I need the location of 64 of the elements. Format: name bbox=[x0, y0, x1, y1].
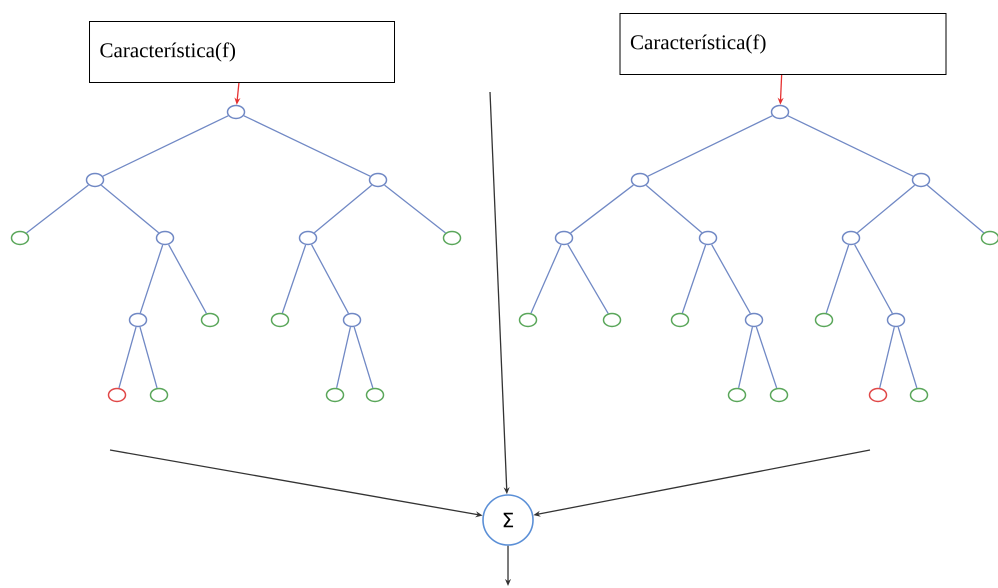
tree-branch bbox=[244, 115, 370, 177]
leaf-node bbox=[150, 388, 168, 402]
leaf-node bbox=[326, 388, 344, 402]
leaf-node bbox=[670, 312, 690, 328]
tree-branch bbox=[879, 326, 895, 388]
tree-branch bbox=[384, 184, 446, 234]
tree-node bbox=[342, 312, 362, 328]
leaf-node bbox=[200, 312, 220, 328]
leaf-node bbox=[980, 230, 998, 246]
label-box: Característica(f) bbox=[89, 21, 395, 83]
tree-branch bbox=[314, 184, 372, 234]
tree-node bbox=[770, 104, 790, 120]
tree-node bbox=[630, 172, 650, 188]
tree-branch bbox=[100, 184, 160, 234]
tree-branch bbox=[311, 244, 349, 314]
tree-branch bbox=[646, 184, 702, 234]
tree-branch bbox=[648, 115, 772, 177]
tree-branch bbox=[682, 244, 706, 314]
tree-branch bbox=[530, 244, 562, 314]
tree-node bbox=[912, 172, 930, 188]
tree-node bbox=[554, 230, 574, 246]
leaf-node bbox=[770, 388, 788, 402]
tree-node bbox=[368, 172, 388, 188]
tree-node bbox=[298, 230, 318, 246]
label-box: Característica(f) bbox=[620, 13, 946, 75]
leaf-node bbox=[518, 312, 538, 328]
tree-branch bbox=[926, 184, 984, 234]
leaf-node bbox=[366, 388, 384, 402]
tree-node bbox=[842, 230, 860, 246]
leaf-node bbox=[602, 312, 622, 328]
tree-branch bbox=[826, 244, 850, 314]
tree-node bbox=[226, 104, 246, 120]
tree-branch bbox=[788, 115, 914, 177]
tree-branch bbox=[856, 184, 916, 234]
tree-branch bbox=[282, 244, 306, 314]
tree-node bbox=[86, 172, 104, 188]
tree-branch bbox=[168, 244, 207, 314]
tree-node bbox=[744, 312, 764, 328]
leaf-node bbox=[108, 388, 126, 402]
tree-branch bbox=[26, 184, 89, 234]
tree-branch bbox=[756, 326, 778, 388]
tree-node bbox=[698, 230, 718, 246]
leaf-node bbox=[910, 388, 928, 402]
tree-branch bbox=[139, 326, 158, 388]
leaf-node bbox=[10, 230, 30, 246]
leaf-node bbox=[868, 388, 888, 402]
tree-branch bbox=[898, 326, 918, 388]
tree-branch bbox=[140, 244, 164, 314]
leaf-node bbox=[814, 312, 834, 328]
tree-branch bbox=[102, 115, 228, 177]
tree-branch bbox=[354, 326, 374, 388]
tree-branch bbox=[738, 327, 754, 388]
leaf-node bbox=[270, 312, 290, 328]
leaf-node bbox=[442, 230, 462, 246]
tree-branch bbox=[711, 244, 751, 314]
tree-node bbox=[156, 230, 174, 246]
tree-node bbox=[128, 312, 148, 328]
tree-branch bbox=[854, 244, 893, 314]
tree-branch bbox=[336, 327, 352, 388]
tree-branch bbox=[118, 326, 137, 388]
tree-node bbox=[886, 312, 906, 328]
leaf-node bbox=[728, 388, 746, 402]
tree-branch bbox=[570, 184, 634, 234]
tree-branch bbox=[567, 244, 609, 314]
